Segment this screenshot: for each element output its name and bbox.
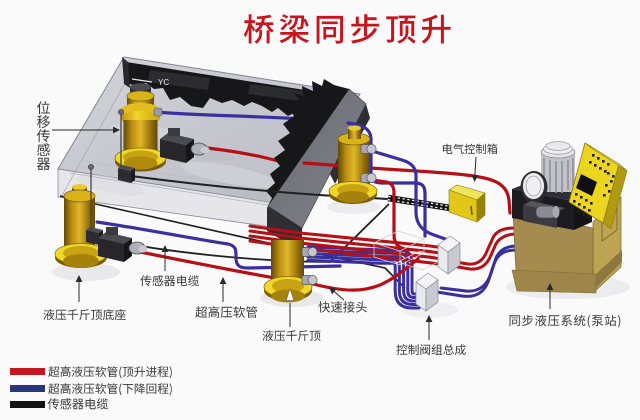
- svg-text:YC: YC: [158, 78, 169, 87]
